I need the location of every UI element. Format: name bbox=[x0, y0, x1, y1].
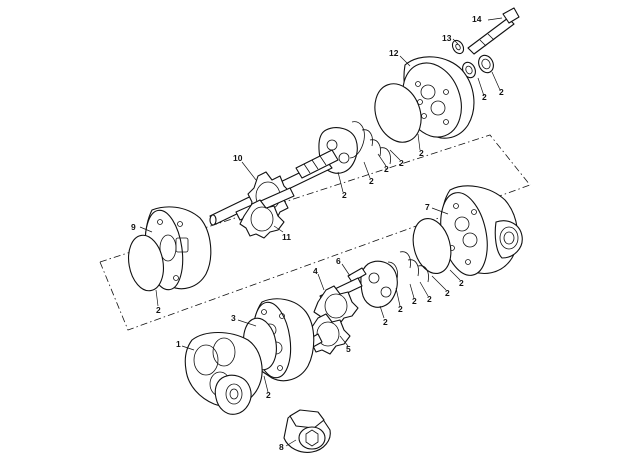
callout-labels: 14 13 12 2 2 2 2 2 2 2 10 11 9 2 7 2 2 2… bbox=[131, 14, 504, 452]
callout-2: 2 bbox=[419, 148, 424, 158]
part-13-seal bbox=[451, 39, 465, 55]
callout-2: 2 bbox=[459, 278, 464, 288]
callout-2: 2 bbox=[398, 304, 403, 314]
leader-lines bbox=[139, 17, 503, 447]
callout-7: 7 bbox=[425, 202, 430, 212]
callout-2: 2 bbox=[427, 294, 432, 304]
o-ring-front bbox=[128, 234, 164, 292]
upper-seals bbox=[349, 121, 391, 165]
part-8-plug bbox=[283, 409, 331, 453]
callout-4: 4 bbox=[313, 266, 318, 276]
callout-10: 10 bbox=[233, 153, 243, 163]
callout-6: 6 bbox=[336, 256, 341, 266]
callout-5: 5 bbox=[346, 344, 351, 354]
lower-wear-plate bbox=[360, 260, 398, 308]
callout-2: 2 bbox=[266, 390, 271, 400]
callout-2: 2 bbox=[412, 296, 417, 306]
callout-8: 8 bbox=[279, 442, 284, 452]
callout-1: 1 bbox=[176, 339, 181, 349]
part-6-key bbox=[347, 267, 367, 283]
part-14-valve-stem bbox=[467, 7, 520, 55]
callout-13: 13 bbox=[442, 33, 452, 43]
part-1-rear-housing bbox=[184, 331, 263, 415]
callout-11: 11 bbox=[282, 232, 291, 242]
callout-2: 2 bbox=[499, 87, 504, 97]
callout-12: 12 bbox=[389, 48, 399, 58]
o-ring-upper bbox=[374, 83, 422, 143]
callout-2: 2 bbox=[482, 92, 487, 102]
callout-3: 3 bbox=[231, 313, 236, 323]
callout-14: 14 bbox=[472, 14, 482, 24]
assembly-boundary bbox=[99, 134, 531, 331]
callout-2: 2 bbox=[156, 305, 161, 315]
part-7-front-housing bbox=[440, 185, 523, 276]
callout-2: 2 bbox=[383, 317, 388, 327]
stem-rings bbox=[462, 54, 494, 79]
part-11-idler-shaft bbox=[235, 187, 295, 239]
callout-2: 2 bbox=[399, 158, 404, 168]
callout-2: 2 bbox=[342, 190, 347, 200]
o-ring-middle bbox=[412, 218, 452, 274]
callout-2: 2 bbox=[445, 288, 450, 298]
callout-9: 9 bbox=[131, 222, 136, 232]
callout-2: 2 bbox=[369, 176, 374, 186]
callout-2: 2 bbox=[384, 164, 389, 174]
